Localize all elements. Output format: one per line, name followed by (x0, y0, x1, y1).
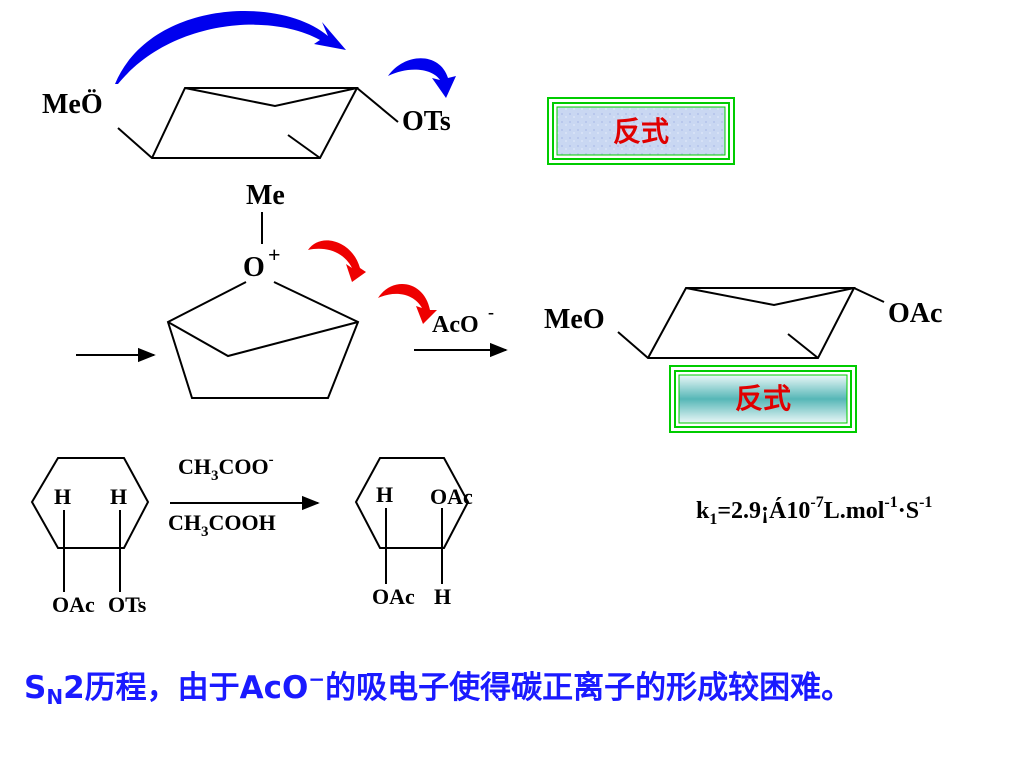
mechanism-caption: SN2历程，由于AcO−的吸电子使得碳正离子的形成较困难。 (24, 662, 852, 709)
reaction2-reactant-oac: OAc (52, 592, 95, 617)
reaction2-reactant-ring (30, 457, 150, 592)
reaction2-reactant-h-right: H (110, 484, 127, 509)
red-curved-arrow-2 (378, 284, 437, 324)
reagent-bottom: CH3COOH (168, 510, 276, 540)
reactant-ots-label: OTs (402, 106, 451, 137)
caption-sup: − (308, 667, 326, 691)
reaction2-product-oac-bottom: OAc (372, 584, 415, 609)
reactant-meo-label: MeÖ (42, 89, 103, 120)
reaction2-product-oac-top: OAc (430, 484, 473, 509)
product-cyclohexane (617, 287, 885, 359)
oxonium-methyl-label: Me (246, 180, 285, 211)
blue-curved-arrow-small (388, 58, 456, 98)
reaction2-product-h-top: H (376, 482, 393, 507)
trans-label-top: 反式 (613, 115, 669, 148)
blue-curved-arrow-large (115, 10, 346, 84)
nucleophile-charge: - (488, 302, 494, 322)
caption-text-2: 的吸电子使得碳正离子的形成较困难。 (325, 670, 853, 706)
oxonium-bicyclic-ring (166, 281, 360, 399)
oxonium-o-label: O (243, 252, 265, 283)
caption-s-sub: N (46, 685, 64, 709)
product-meo-label: MeO (544, 304, 605, 335)
trans-label-bottom: 反式 (735, 382, 791, 415)
red-curved-arrow-1 (308, 240, 366, 282)
reagent-top: CH3COO- (178, 452, 274, 484)
caption-s: S (24, 670, 47, 706)
reaction2-reactant-h-left: H (54, 484, 71, 509)
caption-text-1: 2历程，由于AcO (63, 670, 309, 706)
product-oac-label: OAc (888, 298, 942, 329)
oxonium-charge: + (268, 242, 281, 267)
reaction2-product-h-bottom: H (434, 584, 451, 609)
reactant-cyclohexane (117, 87, 399, 159)
trans-label-box-bottom (669, 365, 857, 433)
rate-constant: k1=2.9¡Á10-7L.mol-1·S-1 (696, 494, 932, 528)
trans-label-box-top (547, 97, 735, 165)
nucleophile-label: AcO (432, 312, 479, 338)
reaction2-product-ring (354, 457, 470, 584)
reaction2-reactant-ots: OTs (108, 592, 147, 617)
